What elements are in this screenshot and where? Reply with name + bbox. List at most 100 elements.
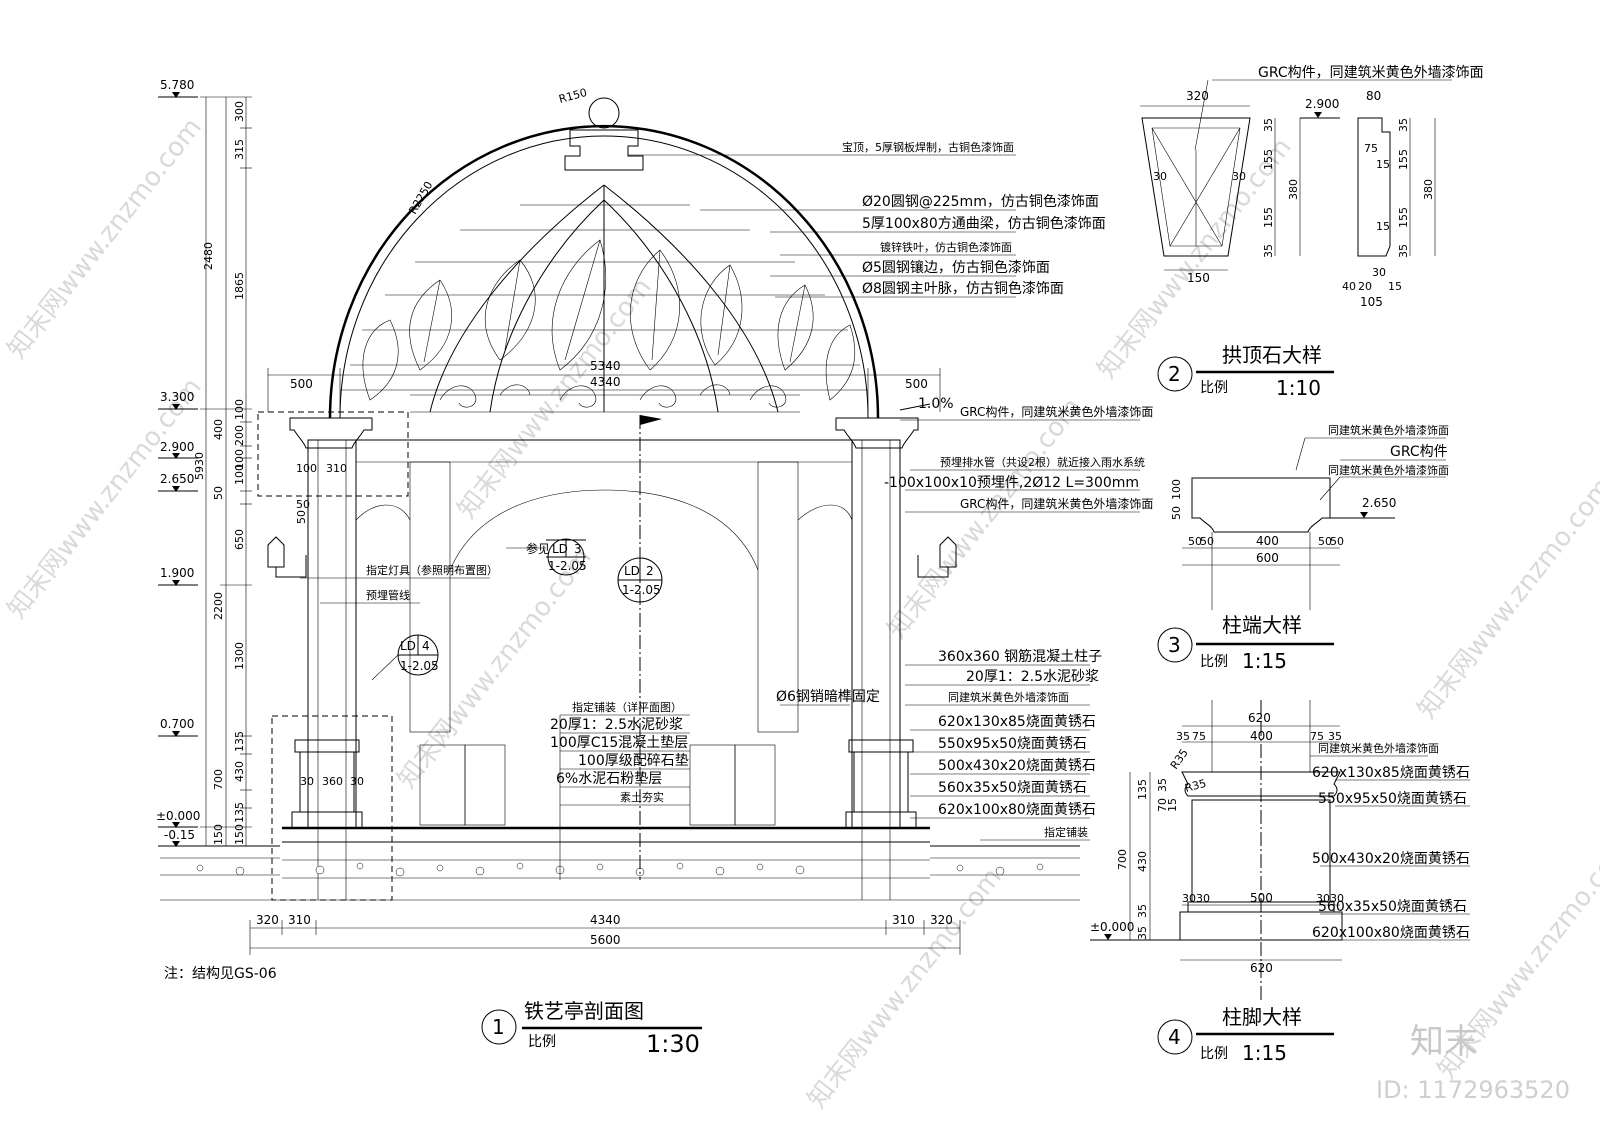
svg-text:430: 430: [1136, 851, 1149, 872]
svg-text:±0.000: ±0.000: [1090, 920, 1134, 934]
svg-text:50: 50: [295, 510, 308, 524]
svg-text:100: 100: [233, 399, 246, 420]
svg-text:75: 75: [1364, 142, 1378, 155]
svg-text:拱顶石大样: 拱顶石大样: [1222, 343, 1322, 367]
svg-text:2: 2: [646, 564, 654, 578]
svg-text:5340: 5340: [590, 359, 621, 373]
watermark-layer: 知末网www.znzmo.com 知末网www.znzmo.com 知末网www…: [2, 113, 1600, 1115]
section-drawing: 5.780 3.300 2.900 2.650 1.900 0.700 ±0.0…: [156, 78, 1153, 1058]
detail-column-cap: 同建筑米黄色外墙漆饰面 GRC构件 同建筑米黄色外墙漆饰面 2.650 50 1…: [1157, 423, 1449, 673]
svg-text:比例: 比例: [1200, 380, 1228, 396]
svg-text:3: 3: [574, 542, 582, 556]
svg-text:15: 15: [1388, 280, 1402, 293]
svg-text:4: 4: [1168, 1025, 1181, 1049]
svg-text:15: 15: [1166, 798, 1179, 812]
svg-text:Ø5圆钢镶边，仿古铜色漆饰面: Ø5圆钢镶边，仿古铜色漆饰面: [862, 259, 1050, 276]
svg-text:Ø8圆钢主叶脉，仿古铜色漆饰面: Ø8圆钢主叶脉，仿古铜色漆饰面: [862, 280, 1064, 297]
svg-text:30: 30: [1232, 170, 1246, 183]
svg-text:30: 30: [350, 775, 364, 788]
svg-text:50: 50: [1200, 535, 1214, 548]
elevation-0000: ±0.000: [156, 809, 200, 828]
svg-text:1865: 1865: [233, 272, 246, 300]
svg-text:150: 150: [233, 824, 246, 845]
svg-text:素土夯实: 素土夯实: [620, 790, 664, 804]
detail4-title: 4 柱脚大样 比例 1:15: [1157, 1005, 1334, 1065]
svg-text:4340: 4340: [590, 913, 621, 927]
svg-text:80: 80: [1366, 89, 1381, 103]
svg-text:比例: 比例: [1200, 654, 1228, 670]
svg-text:150: 150: [212, 824, 225, 845]
svg-text:LD: LD: [624, 564, 640, 578]
detail-keystone: GRC构件，同建筑米黄色外墙漆饰面 320 30 30 150 35 155 1…: [1140, 64, 1484, 400]
svg-text:650: 650: [233, 529, 246, 550]
svg-text:500: 500: [1250, 891, 1273, 905]
svg-text:3.300: 3.300: [160, 390, 194, 404]
svg-text:550x95x50烧面黄锈石: 550x95x50烧面黄锈石: [938, 735, 1087, 752]
svg-text:620x130x85烧面黄锈石: 620x130x85烧面黄锈石: [1312, 764, 1470, 781]
svg-text:320: 320: [256, 913, 279, 927]
elevation-3300: 3.300: [158, 390, 198, 410]
svg-text:320: 320: [1186, 89, 1209, 103]
svg-text:30: 30: [1153, 170, 1167, 183]
svg-text:620x100x80烧面黄锈石: 620x100x80烧面黄锈石: [938, 801, 1096, 818]
svg-text:比例: 比例: [1200, 1046, 1228, 1062]
svg-text:2200: 2200: [212, 592, 225, 620]
detail3-title: 3 柱端大样 比例 1:15: [1157, 613, 1334, 673]
svg-text:155: 155: [1262, 149, 1275, 170]
callout-ld3[interactable]: LD 3 1-2.05 参见: [506, 538, 587, 576]
svg-text:400: 400: [1256, 534, 1279, 548]
svg-text:620: 620: [1248, 711, 1271, 725]
right-notes: GRC构件，同建筑米黄色外墙漆饰面 预埋排水管（共设2根）就近接入雨水系统 -1…: [884, 404, 1153, 513]
svg-text:380: 380: [1287, 179, 1300, 200]
svg-text:20厚1：2.5水泥砂浆: 20厚1：2.5水泥砂浆: [550, 717, 683, 733]
svg-text:4: 4: [422, 639, 430, 653]
logo-text: 知末: [1410, 1022, 1478, 1062]
callout-ld4[interactable]: LD 4 1-2.05: [371, 634, 439, 681]
svg-text:4340: 4340: [590, 375, 621, 389]
svg-text:135: 135: [1136, 779, 1149, 800]
svg-text:155: 155: [1262, 207, 1275, 228]
svg-text:指定灯具（参照明布置图）: 指定灯具（参照明布置图）: [366, 563, 498, 577]
svg-text:5930: 5930: [193, 452, 206, 480]
svg-text:550x95x50烧面黄锈石: 550x95x50烧面黄锈石: [1318, 790, 1467, 807]
svg-text:500: 500: [905, 377, 928, 391]
svg-text:指定铺装（详平面图）: 指定铺装（详平面图）: [572, 700, 682, 714]
svg-text:-100x100x10预埋件,2Ø12 L=300mm: -100x100x10预埋件,2Ø12 L=300mm: [884, 475, 1139, 491]
svg-text:500x430x20烧面黄锈石: 500x430x20烧面黄锈石: [938, 757, 1096, 774]
svg-text:310: 310: [288, 913, 311, 927]
svg-text:35: 35: [1262, 244, 1275, 258]
svg-text:135: 135: [233, 802, 246, 823]
detail-column-base: 620 400 35 75 75 35 R35 R35 135 35 70 15…: [1090, 700, 1470, 1065]
svg-text:400: 400: [212, 419, 225, 440]
svg-text:指定铺装: 指定铺装: [1044, 825, 1088, 839]
svg-text:35: 35: [1262, 118, 1275, 132]
svg-text:50: 50: [212, 486, 225, 500]
svg-text:2.900: 2.900: [160, 440, 194, 454]
elevation-0000-detail: ±0.000: [1090, 920, 1180, 941]
svg-text:30: 30: [1182, 892, 1196, 905]
svg-text:50: 50: [1170, 506, 1183, 520]
svg-text:15: 15: [1376, 158, 1390, 171]
svg-text:105: 105: [1360, 295, 1383, 309]
elevation-1900: 1.900: [158, 566, 198, 586]
svg-text:GRC构件，同建筑米黄色外墙漆饰面: GRC构件，同建筑米黄色外墙漆饰面: [960, 404, 1153, 419]
svg-text:100: 100: [233, 449, 246, 470]
svg-text:380: 380: [1422, 179, 1435, 200]
elevation-2900-detail: 2.900: [1300, 97, 1340, 119]
svg-text:镀锌铁叶，仿古铜色漆饰面: 镀锌铁叶，仿古铜色漆饰面: [880, 240, 1012, 254]
callout-ld2[interactable]: LD 2 1-2.05: [617, 557, 663, 603]
svg-text:560x35x50烧面黄锈石: 560x35x50烧面黄锈石: [1318, 898, 1467, 915]
svg-text:1-2.05: 1-2.05: [400, 659, 439, 673]
svg-text:R35: R35: [1168, 747, 1191, 772]
svg-text:LD: LD: [552, 542, 568, 556]
watermark-text: 知末网www.znzmo.com: [452, 273, 658, 525]
svg-text:300: 300: [233, 101, 246, 122]
svg-text:柱脚大样: 柱脚大样: [1222, 1005, 1302, 1029]
svg-text:155: 155: [1397, 149, 1410, 170]
svg-text:315: 315: [233, 139, 246, 160]
svg-text:R35: R35: [1183, 777, 1207, 795]
svg-text:620x100x80烧面黄锈石: 620x100x80烧面黄锈石: [1312, 924, 1470, 941]
svg-text:2.900: 2.900: [1305, 97, 1339, 111]
svg-text:预埋管线: 预埋管线: [366, 588, 410, 602]
